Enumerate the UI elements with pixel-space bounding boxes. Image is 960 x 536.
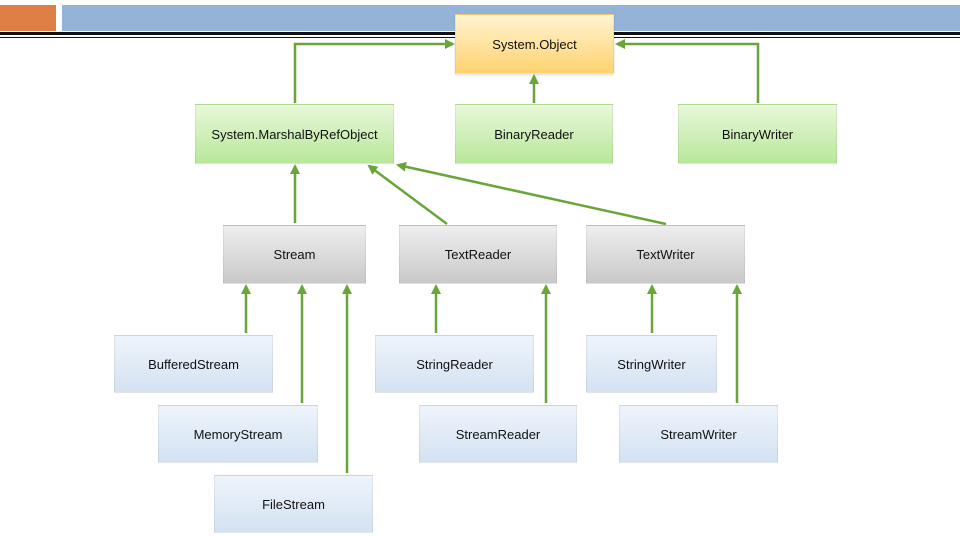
- node-stream-reader: StreamReader: [419, 405, 577, 463]
- edge-textwriter-to-marshal: [396, 161, 667, 226]
- node-memory-stream: MemoryStream: [158, 405, 318, 463]
- header-accent-block: [0, 5, 56, 31]
- node-buffered-stream: BufferedStream: [114, 335, 273, 393]
- node-string-reader: StringReader: [375, 335, 534, 393]
- node-binary-writer: BinaryWriter: [678, 104, 837, 164]
- node-text-reader: TextReader: [399, 225, 557, 284]
- node-string-writer: StringWriter: [586, 335, 717, 393]
- node-system-object: System.Object: [455, 14, 614, 74]
- node-stream-writer: StreamWriter: [619, 405, 778, 463]
- node-stream: Stream: [223, 225, 366, 284]
- node-marshal-by-ref-object: System.MarshalByRefObject: [195, 104, 394, 164]
- node-binary-reader: BinaryReader: [455, 104, 613, 164]
- node-text-writer: TextWriter: [586, 225, 745, 284]
- edge-textreader-to-marshal: [367, 164, 448, 226]
- edge-marshal-to-object: [293, 39, 455, 103]
- node-file-stream: FileStream: [214, 475, 373, 533]
- edge-binarywriter-to-object: [615, 39, 760, 103]
